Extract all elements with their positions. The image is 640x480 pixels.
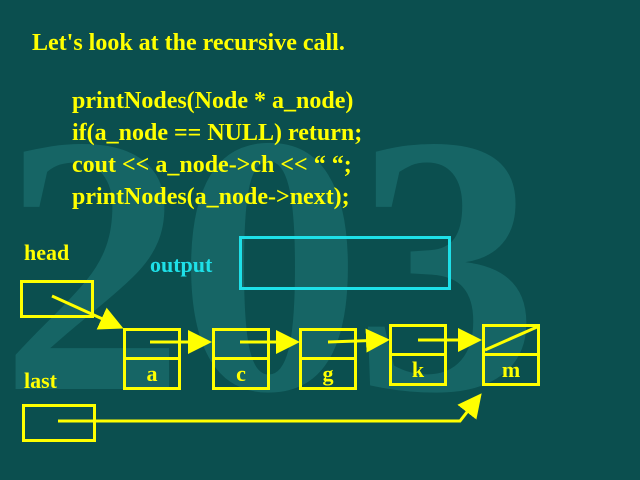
node-value: g: [322, 361, 334, 386]
code-line-4: printNodes(a_node->next);: [72, 184, 350, 210]
list-node-m: m: [482, 324, 540, 386]
last-arrow: [58, 393, 482, 423]
list-node-k: k: [389, 324, 447, 386]
slide-title: Let's look at the recursive call.: [32, 30, 345, 56]
node-value: m: [501, 357, 521, 382]
code-line-3: cout << a_node->ch << “ “;: [72, 152, 352, 178]
output-box: [239, 236, 451, 290]
last-pointer-box: [22, 404, 96, 442]
code-line-2: if(a_node == NULL) return;: [72, 120, 363, 146]
code-line-1: printNodes(Node * a_node): [72, 88, 354, 114]
list-node-c: c: [212, 328, 270, 390]
node-value: a: [146, 361, 158, 386]
node-value: k: [411, 357, 425, 382]
head-label: head: [24, 240, 70, 265]
last-label: last: [24, 368, 57, 393]
node-value: c: [236, 361, 246, 386]
null-pointer-slash: [484, 325, 538, 352]
head-arrow: [51, 294, 124, 330]
g-to-k-arrow: [327, 328, 390, 353]
list-node-g: g: [299, 328, 357, 390]
head-pointer-box: [20, 280, 94, 318]
output-label: output: [150, 252, 213, 277]
list-node-a: a: [123, 328, 181, 390]
